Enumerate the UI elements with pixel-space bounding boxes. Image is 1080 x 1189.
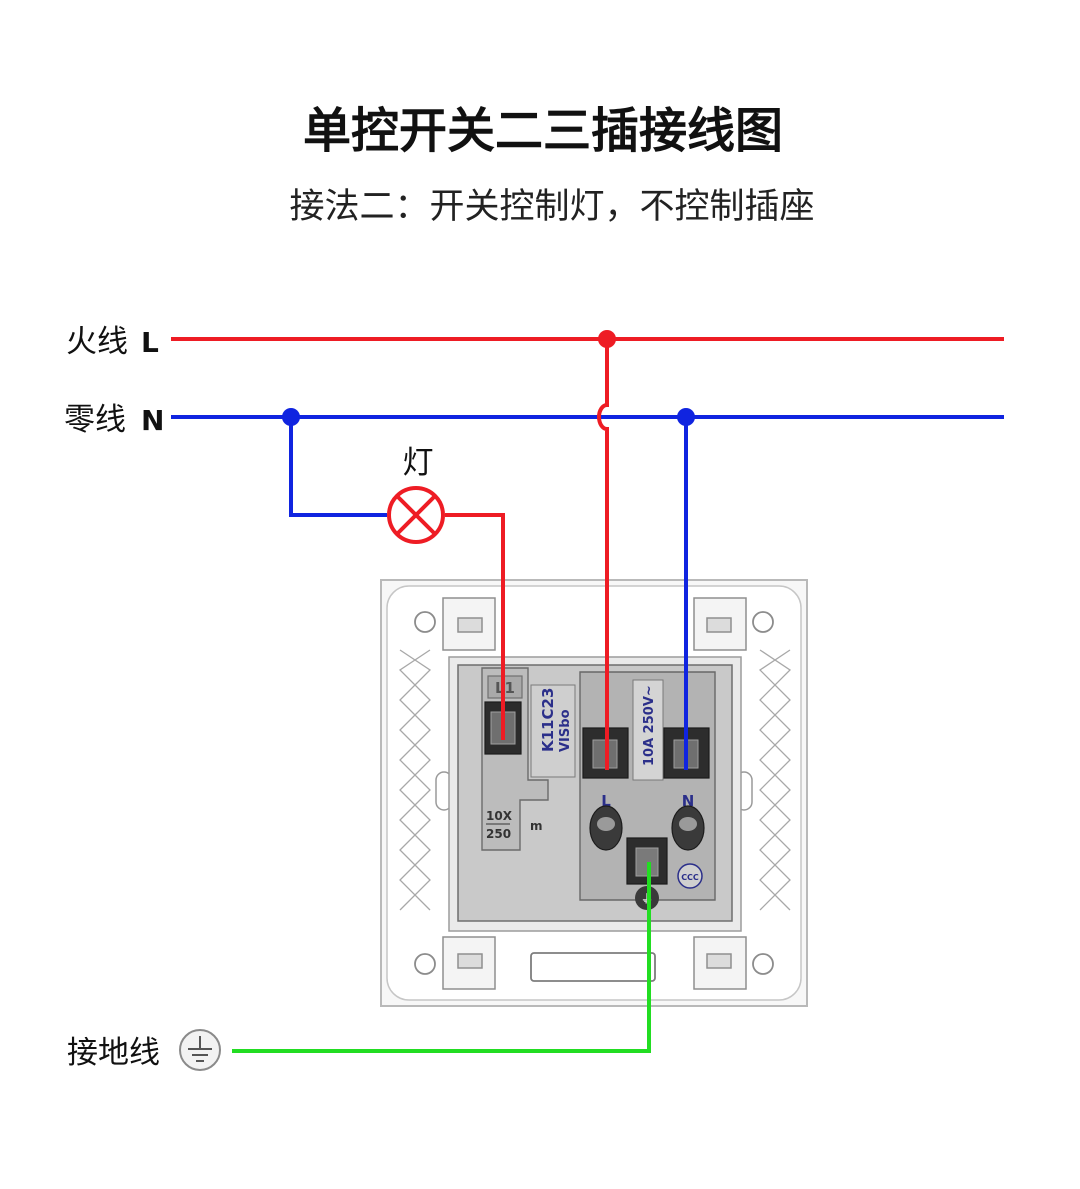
socket-live-mark: L (601, 792, 611, 810)
switch-rating-top: 10X (486, 809, 513, 823)
model-code: K11C23 (539, 688, 557, 752)
ccc-cert-mark: CCC (681, 873, 699, 882)
socket-neutral-mark: N (682, 792, 695, 810)
live-line-label: 火线 (66, 324, 128, 360)
live-line-symbol: L (141, 326, 159, 359)
earth-symbol-icon (179, 1029, 221, 1071)
page-title: 单控开关二三插接线图 (303, 103, 783, 159)
lamp-switch-wire (445, 513, 505, 740)
socket-panel: L1 10X 250 m K11C23 VISbo 10A 250V~ L N (380, 579, 808, 1007)
page-subtitle: 接法二：开关控制灯，不控制插座 (289, 187, 814, 227)
lamp-label: 灯 (403, 445, 434, 481)
live-drop-wire (597, 339, 609, 770)
live-junction-dot (598, 330, 616, 348)
neutral-junction-dot-left (282, 408, 300, 426)
switch-rating-bottom: 250 (486, 827, 511, 841)
ground-wire (232, 862, 651, 1053)
neutral-line-symbol: N (141, 404, 164, 437)
ground-line-label: 接地线 (67, 1035, 160, 1071)
socket-rating: 10A 250V~ (642, 685, 657, 766)
brand-mark: VISbo (558, 709, 573, 752)
neutral-junction-dot-right (677, 408, 695, 426)
lamp-icon (387, 486, 445, 544)
neutral-line-label: 零线 (64, 402, 126, 438)
lamp-neutral-wire (289, 417, 387, 517)
switch-mark: m (530, 819, 543, 833)
